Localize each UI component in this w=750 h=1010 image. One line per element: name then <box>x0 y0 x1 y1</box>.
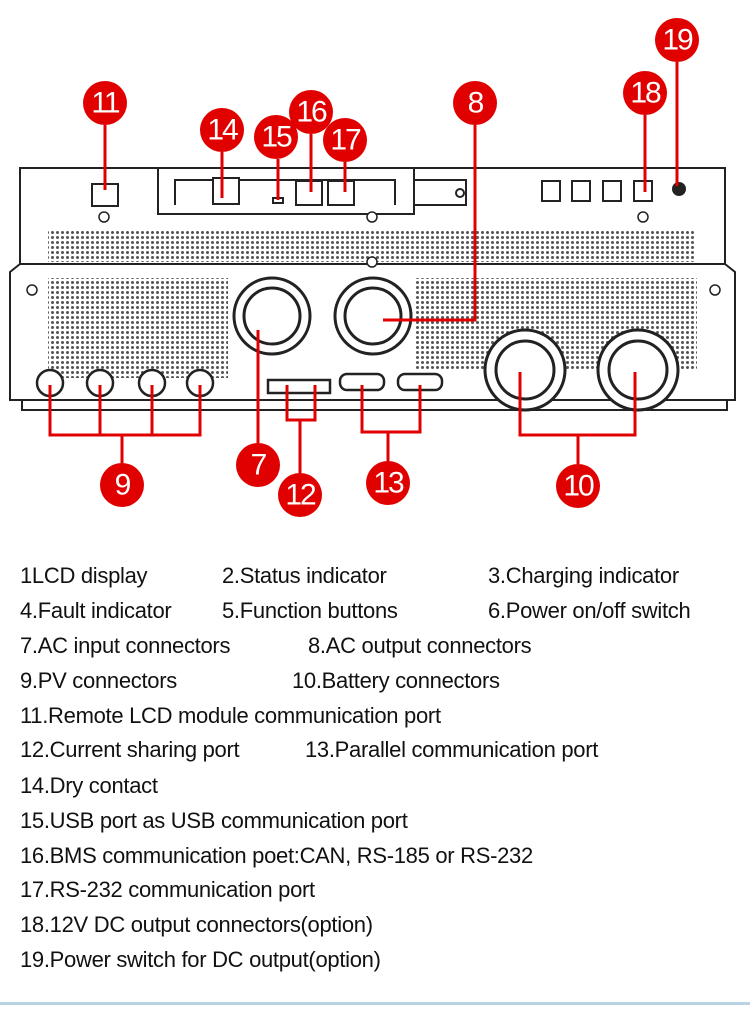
svg-text:16: 16 <box>296 96 327 129</box>
dry-contact <box>212 177 240 205</box>
callout-19: 19 <box>655 18 699 62</box>
top-ports <box>91 177 686 207</box>
legend-item-13: 13.Parallel communication port <box>305 737 599 762</box>
svg-text:8: 8 <box>468 87 484 120</box>
screws-top <box>26 211 721 296</box>
callout-9: 9 <box>100 463 144 507</box>
legend-item-17: 17.RS-232 communication port <box>20 877 315 902</box>
lower-housing <box>9 263 736 411</box>
callout-lines <box>48 62 679 473</box>
legend-item-9: 9.PV connectors <box>20 668 177 693</box>
callout-10: 10 <box>556 464 600 508</box>
callout-17: 17 <box>323 118 367 162</box>
legend-item-15: 15.USB port as USB communication port <box>20 808 408 833</box>
legend-item-12: 12.Current sharing port <box>20 737 240 762</box>
legend-item-14: 14.Dry contact <box>20 773 158 798</box>
legend-item-5: 5.Function buttons <box>222 598 398 623</box>
bottom-divider <box>0 1002 750 1005</box>
svg-text:19: 19 <box>662 24 693 57</box>
legend-item-11: 11.Remote LCD module communication port <box>20 703 441 728</box>
svg-text:17: 17 <box>330 124 361 157</box>
callout-15: 15 <box>254 115 298 159</box>
svg-text:18: 18 <box>630 77 661 110</box>
svg-text:9: 9 <box>115 469 131 502</box>
legend-item-3: 3.Charging indicator <box>488 563 679 588</box>
callout-8: 8 <box>453 81 497 125</box>
callout-7: 7 <box>236 443 280 487</box>
bms-port <box>295 180 323 206</box>
legend-item-8: 8.AC output connectors <box>308 633 532 658</box>
legend-item-6: 6.Power on/off switch <box>488 598 691 623</box>
legend-item-4: 4.Fault indicator <box>20 598 172 623</box>
device-drawing: 11 14 15 16 17 8 18 19 7 12 13 9 10 <box>9 18 736 517</box>
rs232-port <box>327 180 355 206</box>
legend-item-2: 2.Status indicator <box>222 563 387 588</box>
svg-text:14: 14 <box>207 114 238 147</box>
callout-14: 14 <box>200 108 244 152</box>
legend-item-7: 7.AC input connectors <box>20 633 231 658</box>
left-vent <box>48 278 228 378</box>
pv-and-comm-connectors <box>35 368 444 398</box>
svg-text:13: 13 <box>373 467 404 500</box>
legend-item-16: 16.BMS communication poet:CAN, RS-185 or… <box>20 843 533 868</box>
callout-11: 11 <box>83 81 127 125</box>
callout-16: 16 <box>289 90 333 134</box>
svg-text:12: 12 <box>285 479 316 512</box>
legend-item-1: 1LCD display <box>20 563 148 588</box>
legend-item-19: 19.Power switch for DC output(option) <box>20 947 381 972</box>
svg-text:10: 10 <box>563 470 594 503</box>
callout-12: 12 <box>278 473 322 517</box>
svg-text:15: 15 <box>261 121 292 154</box>
callout-18: 18 <box>623 71 667 115</box>
legend-item-18: 18.12V DC output connectors(option) <box>20 912 373 937</box>
svg-text:11: 11 <box>91 87 119 120</box>
callout-13: 13 <box>366 461 410 505</box>
legend-item-10: 10.Battery connectors <box>292 668 500 693</box>
svg-text:7: 7 <box>251 449 267 482</box>
